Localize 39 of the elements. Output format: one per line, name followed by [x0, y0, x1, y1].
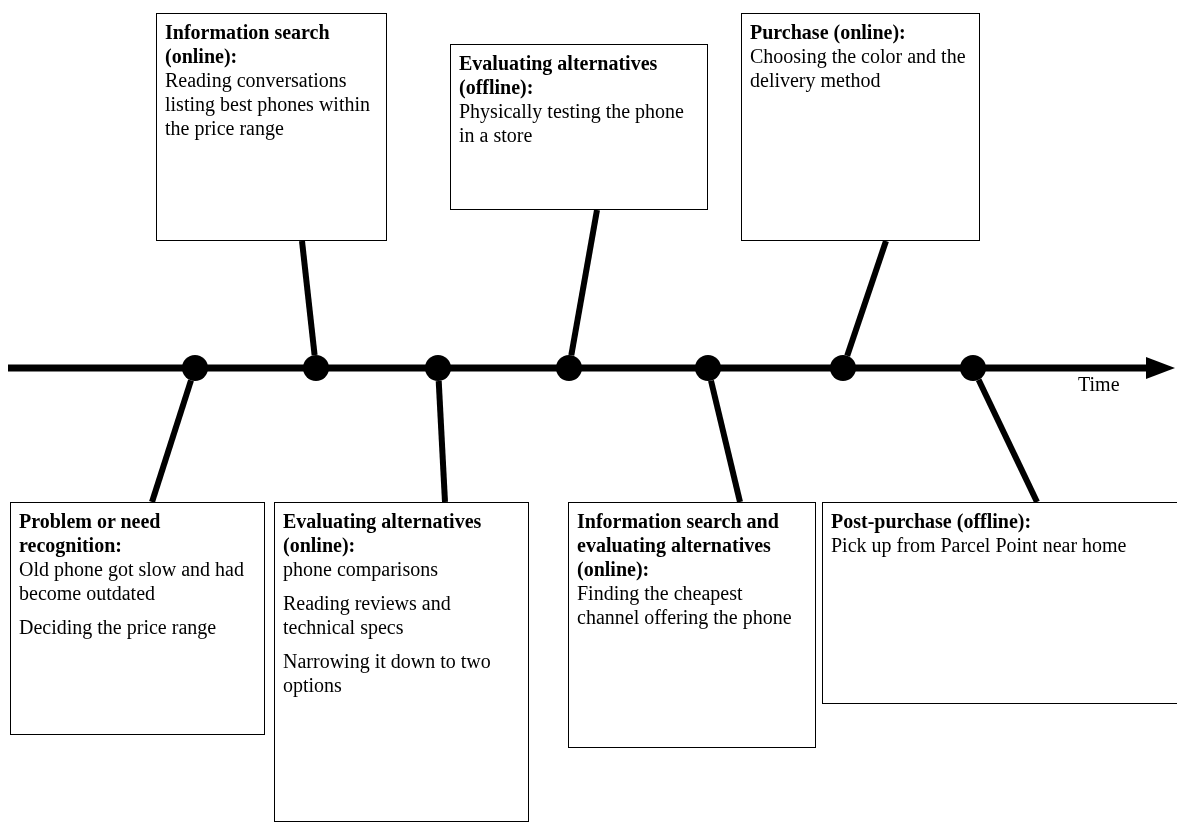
stage-box	[741, 13, 980, 241]
stage-heading: Information search (online):	[165, 20, 331, 68]
stage-box	[822, 502, 1177, 704]
stage-box	[274, 502, 529, 822]
timeline-dot	[425, 355, 451, 381]
stage-description: Choosing the color and the delivery method	[750, 44, 967, 92]
stage-description: Pick up from Parcel Point near home	[831, 533, 1128, 557]
stage-box	[450, 44, 708, 210]
stage-heading: Problem or need recognition:	[19, 509, 162, 557]
connector-line	[844, 240, 889, 357]
stage-heading: Purchase (online):	[750, 20, 907, 44]
connector-line	[975, 378, 1040, 504]
timeline-dot	[830, 355, 856, 381]
stage-description: Physically testing the phone in a store	[459, 99, 685, 147]
stage-heading: Evaluating alternatives (online):	[283, 509, 483, 557]
stage-box	[156, 13, 387, 241]
connector-line	[149, 379, 194, 503]
timeline-dot	[182, 355, 208, 381]
timeline-dot	[960, 355, 986, 381]
stage-description: Narrowing it down to two options	[283, 649, 492, 697]
stage-description: Old phone got slow and had become outdated	[19, 557, 245, 605]
connector-line	[708, 379, 743, 503]
axis-label: Time	[1078, 372, 1120, 396]
stage-heading: Information search and evaluating alternatives (online):	[577, 509, 780, 581]
connector-line	[568, 209, 600, 356]
connector-line	[435, 380, 448, 503]
stage-box	[10, 502, 265, 735]
stage-heading: Post-purchase (offline):	[831, 509, 1033, 533]
stage-description: Finding the cheapest channel offering the phone	[577, 581, 793, 629]
timeline-dot	[303, 355, 329, 381]
timeline-dot	[556, 355, 582, 381]
stage-box	[568, 502, 816, 748]
stage-description: Reading reviews and technical specs	[283, 591, 452, 639]
connector-line	[299, 240, 318, 356]
stage-heading: Evaluating alternatives (offline):	[459, 51, 659, 99]
stage-description: phone comparisons	[283, 557, 439, 581]
stage-description: Reading conversations listing best phones within the price range	[165, 68, 371, 140]
timeline-dot	[695, 355, 721, 381]
stage-description: Deciding the price range	[19, 615, 218, 639]
